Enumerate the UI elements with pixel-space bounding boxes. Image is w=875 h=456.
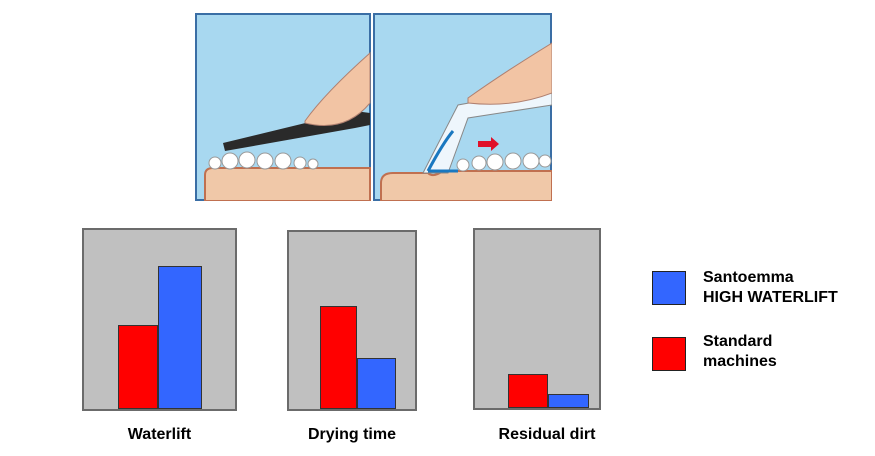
category-label-waterlift: Waterlift	[127, 426, 192, 443]
category-label-residual-dirt: Residual dirt	[498, 426, 596, 443]
legend-line: HIGH WATERLIFT	[703, 289, 838, 306]
chart-panel-waterlift	[82, 228, 237, 411]
bar-santoemma-2	[548, 393, 589, 408]
legend-swatch-santoemma	[652, 271, 686, 305]
legend-line: machines	[703, 353, 777, 370]
category-label-drying-time: Drying time	[307, 426, 396, 443]
chart-panel-drying-time	[287, 230, 417, 411]
legend-line: Standard	[703, 333, 773, 350]
chart-panel-residual-dirt	[473, 228, 601, 410]
legend-swatch-standard	[652, 337, 686, 371]
bar-standard-1	[320, 306, 357, 409]
bar-santoemma-0	[158, 265, 202, 409]
bar-standard-0	[118, 324, 158, 409]
brush-illustration	[195, 13, 371, 201]
bar-santoemma-1	[357, 357, 396, 409]
legend-line: Santoemma	[703, 269, 794, 286]
bar-standard-2	[508, 374, 548, 408]
legend-label-standard: Standard machines	[703, 332, 777, 372]
extraction-tool-illustration	[373, 13, 552, 201]
